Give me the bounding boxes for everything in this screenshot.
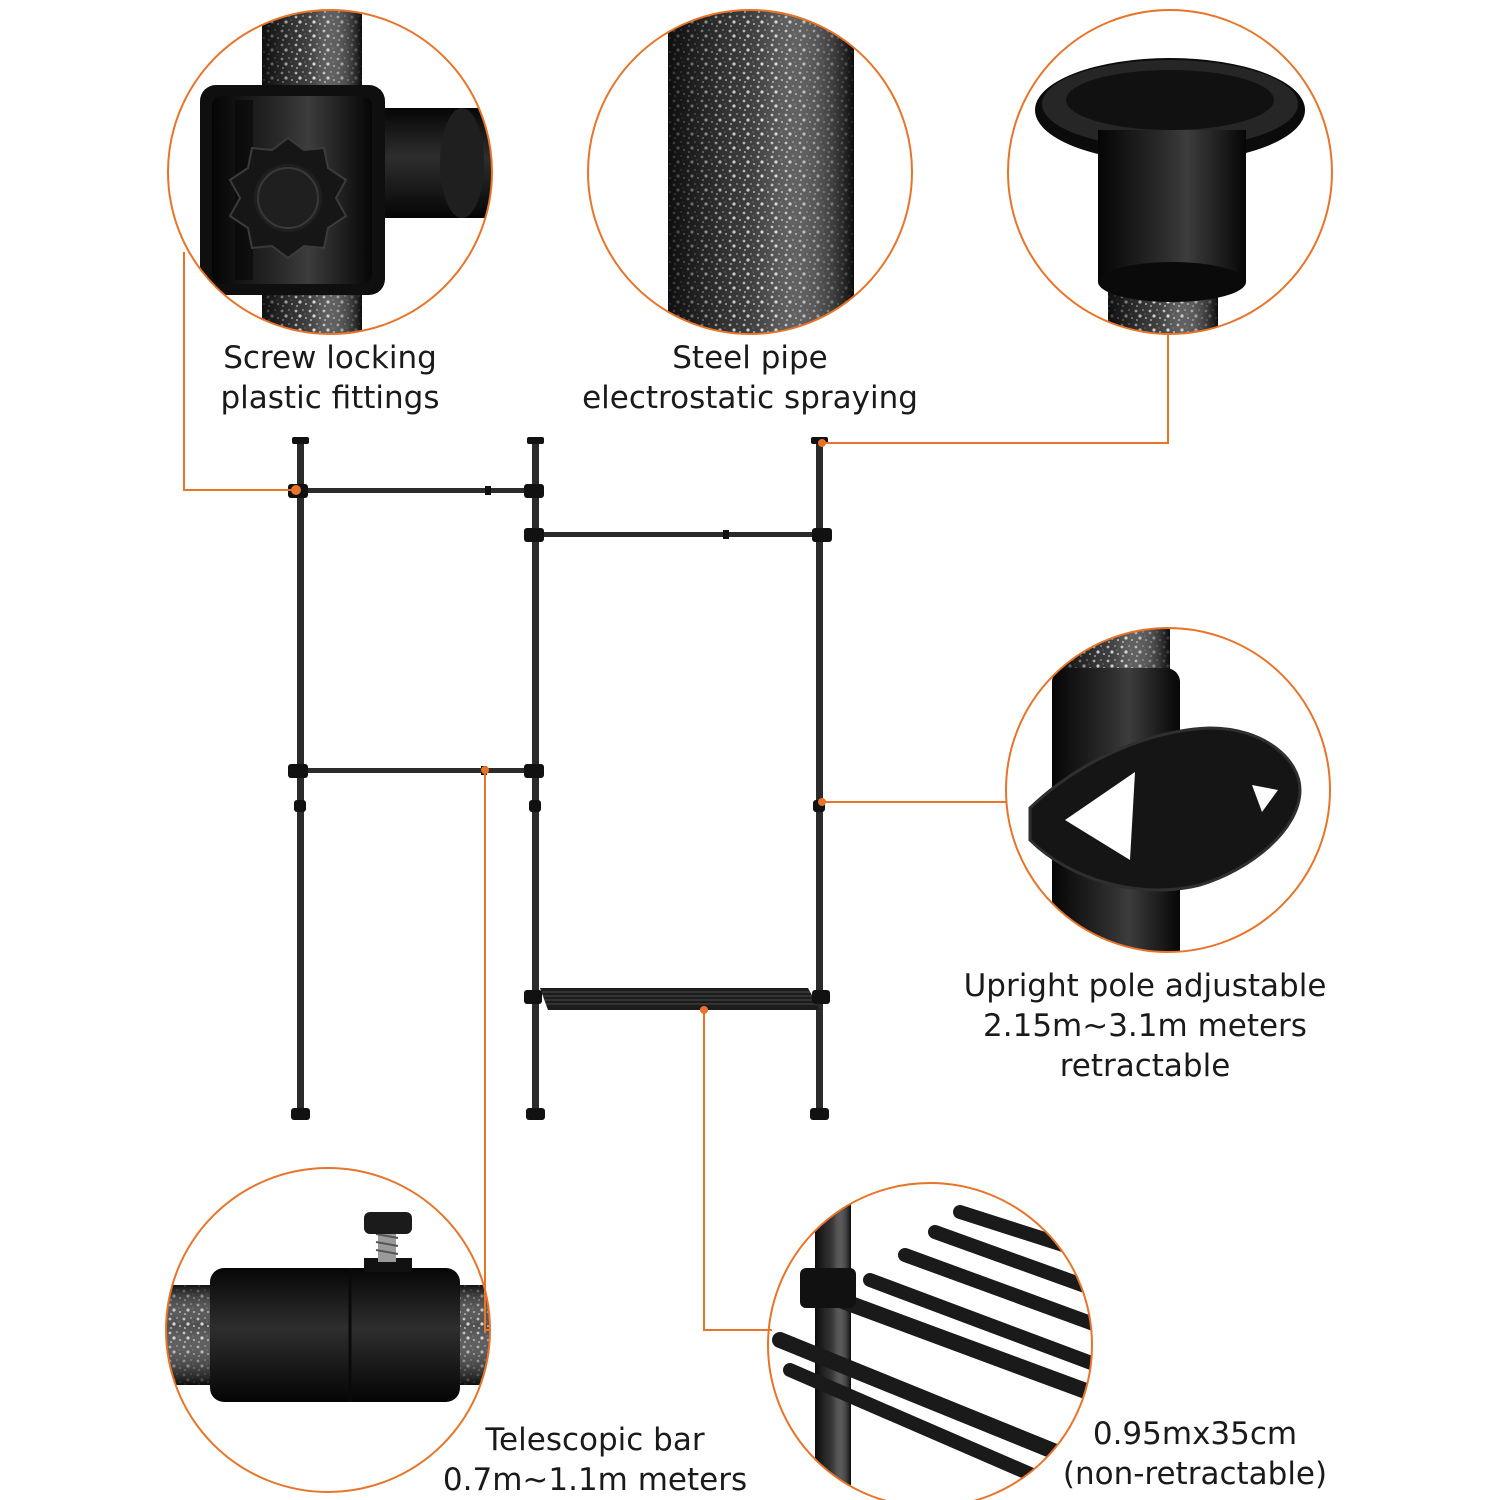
steel-pipe-icon <box>587 9 913 335</box>
caption-upright-pole: Upright pole adjustable 2.15m~3.1m meter… <box>940 966 1350 1086</box>
caption-line: 0.95mx35cm <box>1092 1416 1298 1452</box>
pole-clamp-icon <box>1005 627 1331 953</box>
caption-line: Screw locking <box>223 340 437 376</box>
anchor-dots <box>291 439 826 1014</box>
caption-line: retractable <box>1059 1048 1231 1084</box>
caption-line: 2.15m~3.1m meters <box>983 1008 1307 1044</box>
end-cap-icon <box>1007 9 1333 335</box>
leader-lines <box>183 252 1169 1331</box>
caption-telescopic-bar: Telescopic bar 0.7m~1.1m meters <box>430 1420 760 1500</box>
caption-screw-locking: Screw locking plastic fittings <box>180 338 480 418</box>
caption-line: plastic fittings <box>220 380 440 416</box>
wardrobe-rack <box>288 437 832 1120</box>
caption-line: (non-retractable) <box>1062 1456 1328 1492</box>
caption-shelf: 0.95mx35cm (non-retractable) <box>1040 1414 1350 1494</box>
caption-line: Upright pole adjustable <box>963 968 1327 1004</box>
caption-line: electrostatic spraying <box>582 380 918 416</box>
caption-line: 0.7m~1.1m meters <box>442 1462 748 1498</box>
shelf-icon <box>767 1182 1093 1500</box>
caption-line: Steel pipe <box>672 340 828 376</box>
caption-steel-pipe: Steel pipe electrostatic spraying <box>560 338 940 418</box>
screw-fitting-icon <box>167 9 493 335</box>
caption-line: Telescopic bar <box>485 1422 705 1458</box>
telescopic-joint-icon <box>165 1167 491 1493</box>
